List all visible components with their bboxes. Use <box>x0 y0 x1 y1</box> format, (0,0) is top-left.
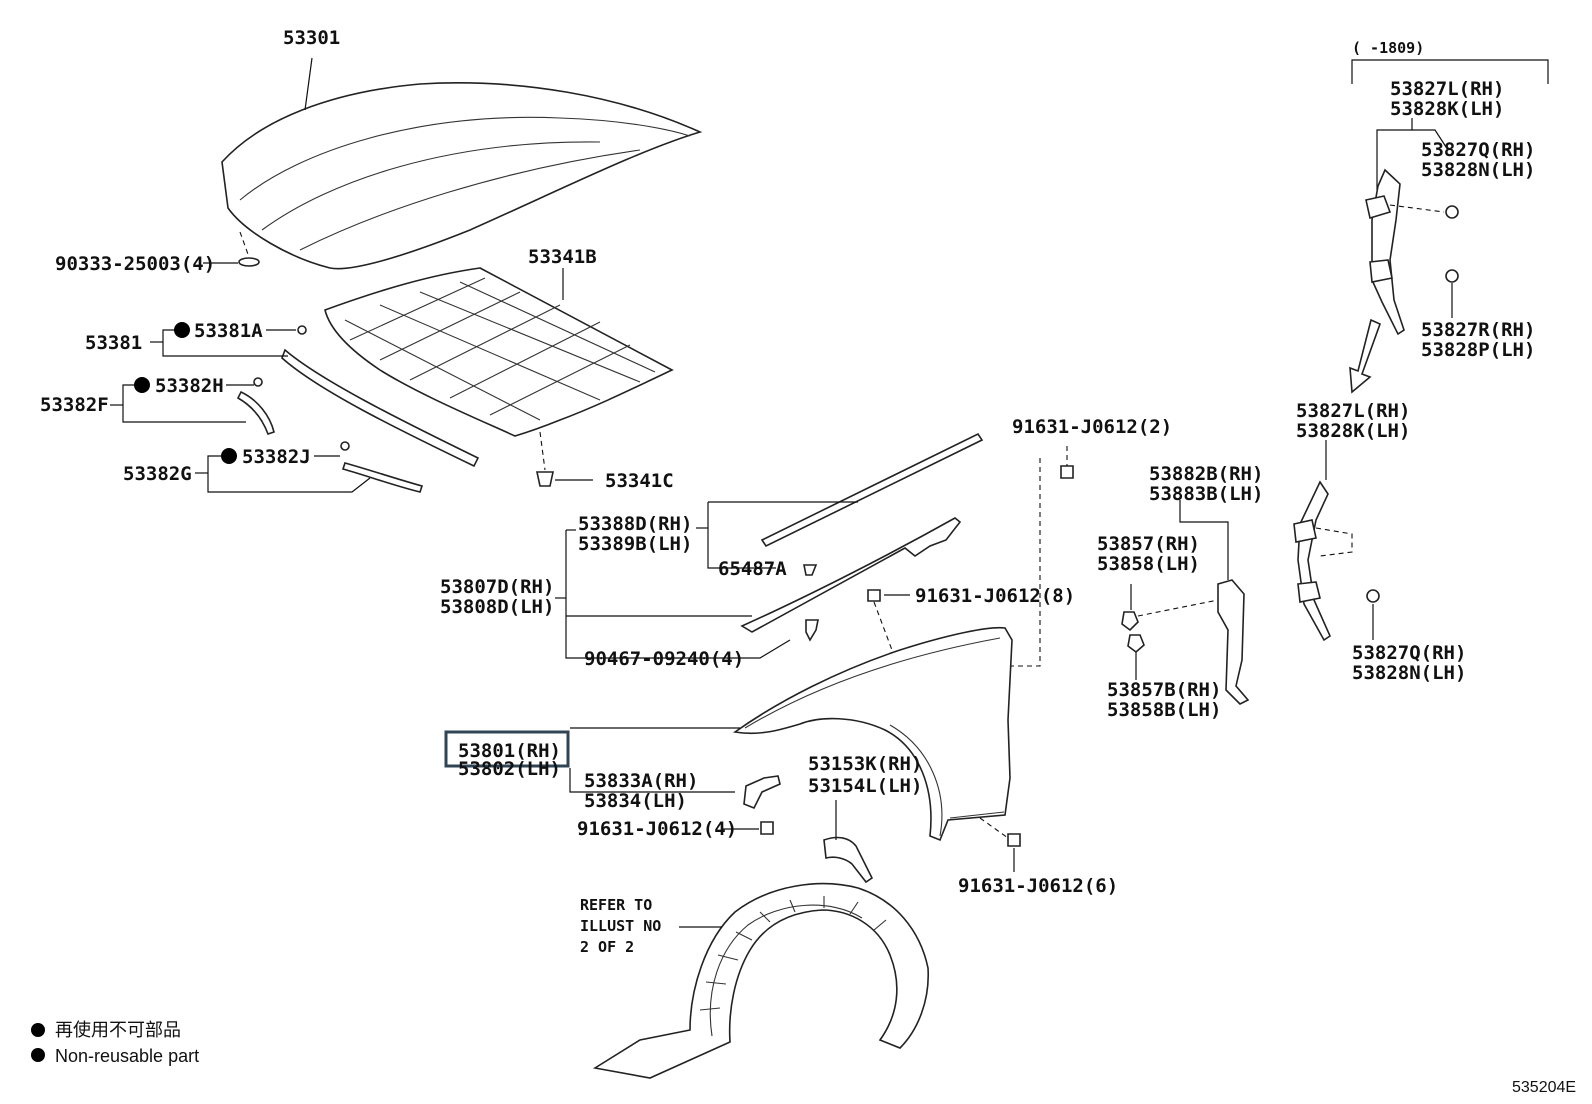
label-53858: 53858(LH) <box>1097 553 1200 575</box>
hood-insulator[interactable] <box>324 267 674 437</box>
label-91631-J0612-8: 91631-J0612(8) <box>915 585 1075 607</box>
screw-90467[interactable] <box>805 619 819 642</box>
clip-65487A[interactable] <box>803 564 818 576</box>
label-53828N-a: 53828N(LH) <box>1421 159 1535 181</box>
fender-liner-seal-lower[interactable] <box>1293 480 1332 642</box>
label-53301: 53301 <box>283 27 340 49</box>
label-53807D: 53807D(RH) <box>440 576 554 598</box>
arrow-indicator <box>1349 318 1382 394</box>
label-53382J: 53382J <box>242 446 311 468</box>
label-53381A: 53381A <box>194 320 263 342</box>
label-53381: 53381 <box>85 332 142 354</box>
label-90467-09240: 90467-09240(4) <box>584 648 744 670</box>
nonreusable-dot-53382H <box>134 377 150 393</box>
label-90333-25003: 90333-25003(4) <box>55 253 215 275</box>
label-53382F: 53382F <box>40 394 109 416</box>
production-range: ( -1809) <box>1352 39 1424 57</box>
bolt-91631-4[interactable] <box>760 821 774 835</box>
hood-seal-53382F[interactable] <box>236 390 275 436</box>
fender-liner[interactable] <box>592 882 929 1079</box>
clip-53382J[interactable] <box>340 441 350 451</box>
insulator-clip[interactable] <box>536 471 554 487</box>
label-53801: 53801(RH) <box>458 740 561 762</box>
label-53802: 53802(LH) <box>458 758 561 780</box>
legend-dot-en <box>31 1048 45 1062</box>
fender-seal-53153K[interactable] <box>823 836 874 884</box>
refer-note-line2: ILLUST NO <box>580 917 661 935</box>
clip-53381A[interactable] <box>297 325 307 335</box>
front-fender[interactable] <box>732 626 1013 842</box>
legend-en: Non-reusable part <box>55 1046 199 1066</box>
label-53389B: 53389B(LH) <box>578 533 692 555</box>
clip-53857[interactable] <box>1121 611 1139 632</box>
legend-cn: 再使用不可部品 <box>55 1020 181 1040</box>
hood-seal-53382G[interactable] <box>341 462 424 493</box>
nonreusable-dot-53381A <box>174 322 190 338</box>
label-53153K: 53153K(RH) <box>808 753 922 775</box>
label-53388D: 53388D(RH) <box>578 513 692 535</box>
highlight-box-53801 <box>444 730 570 768</box>
label-53858B: 53858B(LH) <box>1107 699 1221 721</box>
bolt-91631-8[interactable] <box>867 589 881 602</box>
label-53827R: 53827R(RH) <box>1421 319 1535 341</box>
label-53882B: 53882B(RH) <box>1149 463 1263 485</box>
label-53828N-b: 53828N(LH) <box>1352 662 1466 684</box>
bolt-91631-2[interactable] <box>1060 465 1074 479</box>
label-91631-J0612-6: 91631-J0612(6) <box>958 875 1118 897</box>
label-53382G: 53382G <box>123 463 192 485</box>
label-53808D: 53808D(LH) <box>440 596 554 618</box>
label-53827L-b: 53827L(RH) <box>1296 400 1410 422</box>
label-53154L: 53154L(LH) <box>808 775 922 797</box>
label-53834: 53834(LH) <box>584 790 687 812</box>
bolt-91631-6[interactable] <box>1007 833 1021 847</box>
label-53857B: 53857B(RH) <box>1107 679 1221 701</box>
fender-bracket-53833A[interactable] <box>743 775 781 810</box>
clip-53382H[interactable] <box>253 377 263 387</box>
nonreusable-dot-53382J <box>221 448 237 464</box>
refer-note-line1: REFER TO <box>580 896 652 914</box>
label-91631-J0612-4: 91631-J0612(4) <box>577 818 737 840</box>
label-53828K-a: 53828K(LH) <box>1390 98 1504 120</box>
label-65487A: 65487A <box>718 558 787 580</box>
label-53828K-b: 53828K(LH) <box>1296 420 1410 442</box>
label-53827L-a: 53827L(RH) <box>1390 78 1504 100</box>
hood-bumper[interactable] <box>238 257 260 267</box>
fender-protector-53807D[interactable] <box>740 517 962 633</box>
clip-53827Q-a[interactable] <box>1445 205 1459 219</box>
fender-seal-53388D[interactable] <box>760 432 984 548</box>
clip-53857B[interactable] <box>1127 634 1145 654</box>
diagram-code: 535204E <box>1512 1079 1576 1096</box>
label-53857: 53857(RH) <box>1097 533 1200 555</box>
label-53828P: 53828P(LH) <box>1421 339 1535 361</box>
label-53827Q-b: 53827Q(RH) <box>1352 642 1466 664</box>
label-91631-J0612-2: 91631-J0612(2) <box>1012 416 1172 438</box>
clip-53827Q-b[interactable] <box>1366 589 1380 603</box>
refer-note-line3: 2 OF 2 <box>580 938 634 956</box>
label-53382H: 53382H <box>155 375 224 397</box>
hood-seal-53381[interactable] <box>281 348 480 468</box>
label-53883B: 53883B(LH) <box>1149 483 1263 505</box>
clip-53827R[interactable] <box>1445 269 1459 283</box>
label-53341C: 53341C <box>605 470 674 492</box>
hood-panel[interactable] <box>221 82 703 270</box>
legend-dot-cn <box>31 1023 45 1037</box>
label-53827Q-a: 53827Q(RH) <box>1421 139 1535 161</box>
fender-liner-seal-upper[interactable] <box>1365 168 1405 336</box>
fender-bracket-53882B[interactable] <box>1217 579 1250 705</box>
label-53341B: 53341B <box>528 246 597 268</box>
label-53833A: 53833A(RH) <box>584 770 698 792</box>
